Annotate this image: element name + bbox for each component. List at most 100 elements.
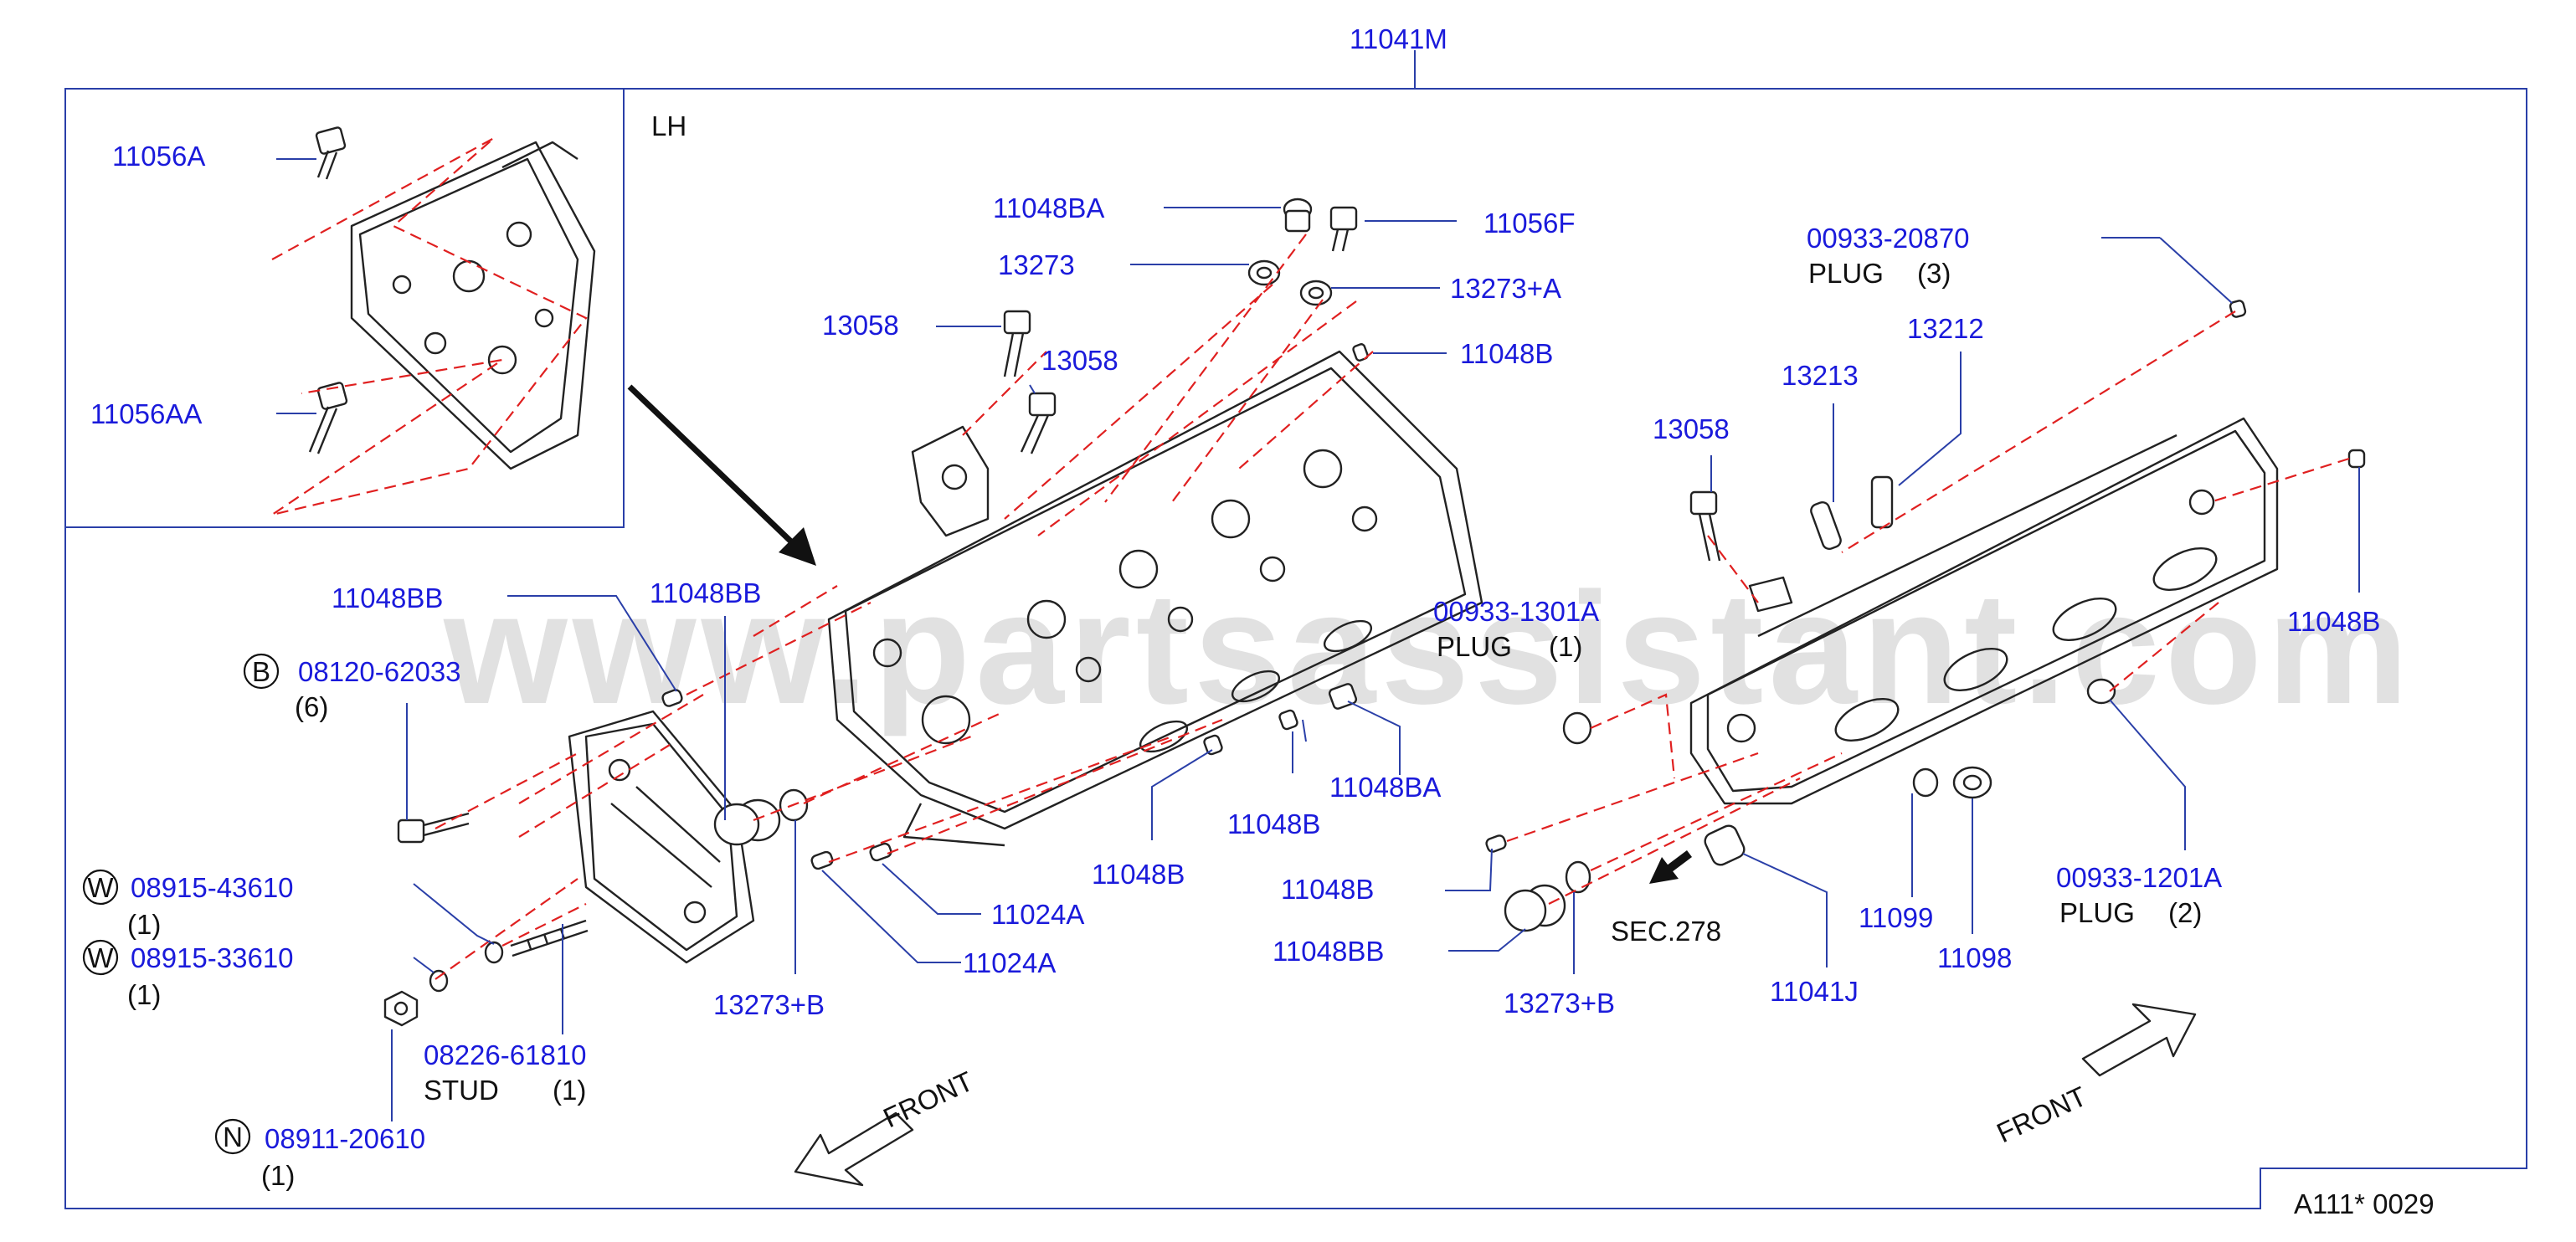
stud-08226-drawing [510,919,589,957]
front-arrow-left [794,1111,914,1187]
label-11041J: 11041J [1770,976,1859,1007]
label-plug1-qty: (1) [1549,631,1582,662]
label-11048B-mid: 11048B [1227,808,1320,839]
guide-13213-drawing [1810,500,1842,551]
main-frame [64,88,2527,1209]
label-11048B-top: 11048B [1460,338,1553,369]
label-11048BA-top: 11048BA [993,192,1104,223]
label-stud: STUD [424,1075,499,1106]
b-mark: B [243,653,280,690]
plug-11048B-top-drawing [1352,343,1369,362]
sheet-code: A111* 0029 [2294,1188,2435,1219]
label-13213: 13213 [1782,360,1859,391]
svg-text:W: W [87,942,114,973]
front-left-label: FRONT [878,1065,978,1134]
label-13273A: 13273+A [1450,273,1561,304]
right-cylinder-head-drawing [1689,417,2279,805]
label-11056F: 11056F [1483,208,1575,239]
label-11048BB-b: 11048BB [650,577,761,608]
inset-label: LH [651,110,686,141]
label-00933-20870: 00933-20870 [1807,223,1970,254]
washer-08915-33610-drawing [429,969,449,993]
label-11048BB-a: 11048BB [332,583,443,613]
label-13273-top: 13273 [998,249,1075,280]
washer-13273A-drawing [1299,280,1333,306]
label-11048B-lower: 11048B [1281,874,1374,905]
plug-11048B-mid-drawing [1203,709,1298,756]
guide-13212-drawing [1870,475,1894,529]
n-mark: N [214,1118,251,1155]
bolt-11056F-drawing [1329,206,1358,252]
label-qty-1-a: (1) [127,909,161,940]
left-cylinder-head-drawing [827,350,1483,847]
plug-11048B-right-drawing [2347,449,2366,469]
cap-right-drawing [1748,576,1793,613]
bolt-11056AA-drawing [308,382,348,454]
cam-cap-drawing [911,425,990,537]
dowel-11024A-drawing [810,842,892,870]
sec-278-label: SEC.278 [1611,916,1721,947]
front-arrow-right [2081,1003,2197,1077]
label-plug2-qty: (2) [2168,897,2202,928]
sec-278-arrow [1649,850,1692,884]
leader-lines [391,207,2360,1121]
plug-small-11048BB-drawing [661,689,683,707]
assembly-label: 11041M [1350,23,1447,54]
washer-13273B-right-drawing [1565,860,1591,894]
label-11048B-low: 11048B [1092,859,1185,890]
label-08915-33610: 08915-33610 [131,942,294,973]
svg-text:B: B [252,656,270,687]
label-08120-62033: 08120-62033 [298,656,461,687]
plug-11048BA-top-drawing [1283,198,1313,233]
part-11041J-drawing [1704,824,1746,866]
label-11024A-b: 11024A [963,947,1056,978]
w-mark-a: W [82,869,119,906]
label-13058-a: 13058 [822,310,899,341]
inset-direction-arrow [627,384,816,566]
front-right-label: FRONT [1992,1080,2091,1149]
w-mark-b: W [82,939,119,976]
inset-cover-drawing [350,141,596,470]
label-11048BB-c: 11048BB [1273,936,1384,967]
inset-frame [65,88,625,528]
seal-11099-drawing [1912,767,1939,798]
label-11024A-a: 11024A [991,899,1084,930]
label-13058-b: 13058 [1041,345,1118,376]
bolt-08120-drawing [397,812,470,844]
label-00933-1301A: 00933-1301A [1433,596,1599,627]
label-08915-43610: 08915-43610 [131,872,294,903]
label-00933-1201A: 00933-1201A [2056,862,2222,893]
label-11056A: 11056A [112,141,205,172]
nut-08911-drawing [383,990,419,1027]
label-qty-6: (6) [295,691,328,722]
label-13212: 13212 [1907,313,1984,344]
label-plug2: PLUG [2059,897,2135,928]
bolt-13058-c-drawing [1689,490,1721,562]
label-qty-1-c: (1) [553,1075,586,1106]
plug-00933-1201A-drawing [2086,678,2116,705]
label-qty-1-d: (1) [261,1160,295,1191]
plug-00933-1301A-drawing [1562,711,1592,745]
svg-text:W: W [87,872,114,903]
label-plug3-qty: (3) [1917,258,1951,289]
label-13273B-right: 13273+B [1504,988,1615,1019]
label-13273B-left: 13273+B [713,989,825,1020]
bolt-13058-b-drawing [1020,392,1057,454]
label-plug3: PLUG [1808,258,1884,289]
label-11056AA: 11056AA [90,398,202,429]
label-plug1: PLUG [1437,631,1512,662]
seal-11098-drawing [1952,766,1992,799]
washer-13273-top-drawing [1247,259,1281,286]
washer-08915-43610-drawing [484,941,504,964]
plug-11048B-lower-drawing [1485,834,1507,853]
label-11048B-right: 11048B [2287,606,2380,637]
seal-11048BB-right-drawing [1504,884,1566,932]
label-08226-61810: 08226-61810 [424,1039,587,1070]
bolt-13058-a-drawing [1003,310,1031,377]
label-08911-20610: 08911-20610 [265,1123,425,1154]
label-13058-c: 13058 [1653,413,1730,444]
label-11098: 11098 [1937,942,2012,973]
label-qty-1-b: (1) [127,979,161,1010]
label-11048BA-mid: 11048BA [1329,772,1441,803]
